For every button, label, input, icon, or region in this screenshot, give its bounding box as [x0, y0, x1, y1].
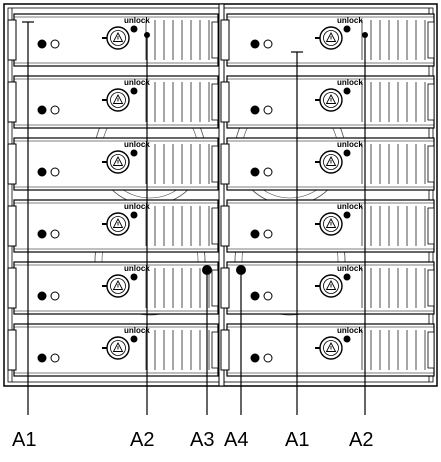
led-on-icon: [37, 353, 47, 363]
tray-latch-tab: [7, 19, 17, 61]
unlock-indicator-dot: [130, 211, 138, 219]
tray-latch-tab: [220, 329, 230, 371]
led-off-icon: [50, 229, 60, 239]
tray-latch-tab: [7, 81, 17, 123]
unlock-label: unlock: [124, 140, 150, 149]
unlock-indicator-dot: [343, 25, 351, 33]
led-off-icon: [263, 291, 273, 301]
tray-latch-tab: [7, 143, 17, 185]
tray-right-tab: [211, 207, 219, 245]
led-on-icon: [37, 39, 47, 49]
led-off-icon: [50, 39, 60, 49]
unlock-label: unlock: [337, 326, 363, 335]
unlock-label: unlock: [124, 264, 150, 273]
unlock-indicator-dot: [130, 87, 138, 95]
led-on-icon: [250, 167, 260, 177]
drive-tray: unlock: [7, 13, 219, 67]
drive-tray: unlock: [220, 75, 435, 129]
unlock-indicator-dot: [343, 87, 351, 95]
drive-tray: unlock: [7, 137, 219, 191]
drive-tray: unlock: [7, 261, 219, 315]
tray-right-tab: [427, 269, 435, 307]
unlock-label: unlock: [337, 264, 363, 273]
unlock-indicator-dot: [343, 211, 351, 219]
unlock-label: unlock: [337, 78, 363, 87]
led-on-icon: [37, 291, 47, 301]
callout-a1-left: A1: [12, 429, 37, 451]
led-off-icon: [50, 291, 60, 301]
callout-a1-right: A1: [285, 429, 310, 451]
led-on-icon: [250, 353, 260, 363]
tray-right-tab: [211, 269, 219, 307]
unlock-indicator-dot: [130, 149, 138, 157]
unlock-label: unlock: [337, 140, 363, 149]
drive-tray: unlock: [220, 323, 435, 377]
led-off-icon: [263, 353, 273, 363]
unlock-label: unlock: [337, 202, 363, 211]
unlock-indicator-dot: [343, 149, 351, 157]
tray-right-tab: [427, 145, 435, 183]
unlock-label: unlock: [124, 16, 150, 25]
unlock-indicator-dot: [130, 25, 138, 33]
drive-tray: unlock: [7, 323, 219, 377]
unlock-indicator-dot: [130, 273, 138, 281]
led-off-icon: [50, 167, 60, 177]
led-on-icon: [250, 39, 260, 49]
drive-tray: unlock: [220, 13, 435, 67]
unlock-label: unlock: [337, 16, 363, 25]
led-on-icon: [250, 291, 260, 301]
tray-latch-tab: [220, 205, 230, 247]
tray-right-tab: [427, 21, 435, 59]
tray-latch-tab: [7, 267, 17, 309]
tray-right-tab: [427, 331, 435, 369]
drive-tray: unlock: [220, 199, 435, 253]
tray-right-tab: [211, 83, 219, 121]
unlock-label: unlock: [124, 326, 150, 335]
leader-a2-right-dot: [362, 32, 368, 38]
tray-right-tab: [427, 83, 435, 121]
led-off-icon: [263, 39, 273, 49]
callout-a2-left: A2: [130, 429, 155, 451]
unlock-indicator-dot: [343, 273, 351, 281]
led-off-icon: [263, 105, 273, 115]
drive-tray: unlock: [220, 261, 435, 315]
tray-right-tab: [427, 207, 435, 245]
led-on-icon: [250, 229, 260, 239]
tray-right-tab: [211, 331, 219, 369]
led-off-icon: [50, 105, 60, 115]
leader-lines: [22, 21, 368, 415]
drive-tray: unlock: [7, 199, 219, 253]
status-led-a4-icon: [236, 265, 246, 275]
callout-a3: A3: [190, 429, 215, 451]
led-on-icon: [37, 167, 47, 177]
callout-a4: A4: [224, 429, 249, 451]
status-led-a3-icon: [202, 265, 212, 275]
drive-tray: unlock: [220, 137, 435, 191]
center-divider: [218, 3, 225, 387]
callout-a2-right: A2: [349, 429, 374, 451]
tray-latch-tab: [220, 81, 230, 123]
led-on-icon: [250, 105, 260, 115]
tray-right-tab: [211, 21, 219, 59]
tray-right-tab: [211, 145, 219, 183]
tray-latch-tab: [7, 329, 17, 371]
drive-tray: unlock: [7, 75, 219, 129]
led-off-icon: [50, 353, 60, 363]
tray-latch-tab: [7, 205, 17, 247]
led-off-icon: [263, 167, 273, 177]
unlock-label: unlock: [124, 78, 150, 87]
unlock-indicator-dot: [343, 335, 351, 343]
unlock-label: unlock: [124, 202, 150, 211]
unlock-indicator-dot: [130, 335, 138, 343]
leader-a2-left-dot: [144, 32, 150, 38]
led-on-icon: [37, 229, 47, 239]
tray-latch-tab: [220, 143, 230, 185]
led-on-icon: [37, 105, 47, 115]
led-off-icon: [263, 229, 273, 239]
tray-latch-tab: [220, 267, 230, 309]
tray-latch-tab: [220, 19, 230, 61]
